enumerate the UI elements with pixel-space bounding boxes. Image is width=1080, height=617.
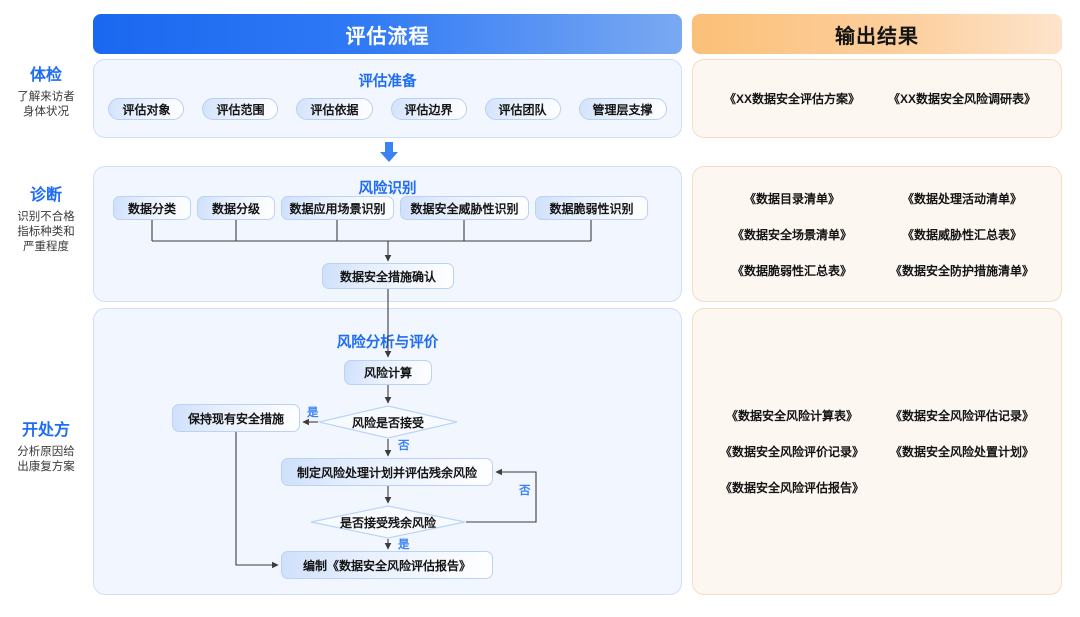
pill-assessment-scope[interactable]: 评估范围 — [202, 98, 279, 120]
decision-residual-risk-acceptable[interactable]: 是否接受残余风险 — [310, 505, 466, 539]
node-keep-existing-measures[interactable]: 保持现有安全措施 — [172, 404, 300, 432]
output-item: 《数据脆弱性汇总表》 — [731, 263, 852, 278]
output-panel-identification: 《数据目录清单》 《数据处理活动清单》 《数据安全场景清单》 《数据威胁性汇总表… — [692, 166, 1062, 302]
flow-column-header: 评估流程 — [93, 14, 682, 54]
pill-assessment-team[interactable]: 评估团队 — [484, 98, 561, 120]
edge-label-no-loop: 否 — [519, 485, 531, 497]
output-item: 《数据安全防护措施清单》 — [889, 263, 1034, 278]
stage-desc-line: 身体状况 — [23, 106, 69, 118]
node-data-security-threat-identification[interactable]: 数据安全威胁性识别 — [400, 196, 529, 220]
output-panel-preparation: 《XX数据安全评估方案》 《XX数据安全风险调研表》 — [692, 59, 1062, 138]
output-item: 《XX数据安全风险调研表》 — [887, 92, 1036, 106]
output-item: 《数据安全风险评价记录》 — [719, 445, 864, 459]
section1-title: 评估准备 — [358, 74, 417, 90]
stage-title: 开处方 — [21, 422, 70, 439]
pill-assessment-basis[interactable]: 评估依据 — [296, 98, 373, 120]
output-item: 《数据安全风险评估报告》 — [719, 481, 864, 495]
output-item: 《数据安全场景清单》 — [731, 227, 852, 242]
decision-label: 是否接受残余风险 — [339, 515, 436, 530]
node-data-security-measure-confirmation[interactable]: 数据安全措施确认 — [322, 263, 454, 289]
output-item: 《数据安全风险评估记录》 — [889, 409, 1034, 423]
node-risk-treatment-plan[interactable]: 制定风险处理计划并评估残余风险 — [281, 458, 493, 486]
edge-label-yes-report: 是 — [398, 539, 410, 551]
pill-assessment-boundary[interactable]: 评估边界 — [390, 98, 467, 120]
node-data-usage-scenario-identification[interactable]: 数据应用场景识别 — [281, 196, 394, 220]
stage-desc-line: 了解来访者 — [17, 91, 75, 103]
section3-title: 风险分析与评价 — [336, 335, 439, 351]
output-panel-analysis: 《数据安全风险计算表》 《数据安全风险评估记录》 《数据安全风险评价记录》 《数… — [692, 308, 1062, 595]
node-data-grading[interactable]: 数据分级 — [197, 196, 275, 220]
edge-label-yes-keep: 是 — [307, 407, 319, 419]
pill-assessment-object[interactable]: 评估对象 — [108, 98, 185, 120]
node-data-classification[interactable]: 数据分类 — [113, 196, 191, 220]
stage-label-prescription: 开处方 分析原因给 出康复方案 — [0, 421, 92, 475]
stage-desc-line: 严重程度 — [23, 241, 69, 253]
pill-management-support[interactable]: 管理层支撑 — [578, 98, 667, 120]
output-column-header: 输出结果 — [692, 14, 1062, 54]
section2-title: 风险识别 — [358, 181, 417, 197]
stage-label-checkup: 体检 了解来访者 身体状况 — [0, 66, 92, 120]
node-risk-calculation[interactable]: 风险计算 — [344, 360, 432, 385]
stage-desc-line: 识别不合格 — [17, 211, 75, 223]
output-item: 《XX数据安全评估方案》 — [723, 92, 860, 106]
output-item: 《数据安全风险处置计划》 — [889, 445, 1034, 459]
stage-label-diagnosis: 诊断 识别不合格 指标种类和 严重程度 — [0, 186, 92, 255]
stage-desc-line: 出康复方案 — [17, 461, 75, 473]
output-item: 《数据安全风险计算表》 — [725, 409, 858, 423]
stage-desc-line: 分析原因给 — [17, 446, 75, 458]
node-data-vulnerability-identification[interactable]: 数据脆弱性识别 — [535, 196, 648, 220]
decision-label: 风险是否接受 — [351, 415, 424, 430]
section-assessment-preparation: 评估准备 评估对象 评估范围 评估依据 评估边界 评估团队 管理层支撑 — [93, 59, 682, 138]
stage-title: 体检 — [29, 67, 62, 84]
output-item: 《数据处理活动清单》 — [901, 191, 1022, 206]
stage-desc-line: 指标种类和 — [17, 226, 75, 238]
output-item: 《数据威胁性汇总表》 — [901, 227, 1022, 242]
edge-label-no-plan: 否 — [398, 440, 410, 452]
output-item: 《数据目录清单》 — [743, 191, 840, 206]
section1-pill-row: 评估对象 评估范围 评估依据 评估边界 评估团队 管理层支撑 — [108, 98, 667, 120]
flow-column-title: 评估流程 — [345, 25, 430, 48]
down-arrow-icon — [378, 141, 400, 163]
stage-title: 诊断 — [29, 187, 62, 204]
decision-risk-acceptable[interactable]: 风险是否接受 — [318, 405, 458, 439]
output-column-title: 输出结果 — [835, 25, 919, 48]
node-compile-assessment-report[interactable]: 编制《数据安全风险评估报告》 — [281, 551, 493, 579]
